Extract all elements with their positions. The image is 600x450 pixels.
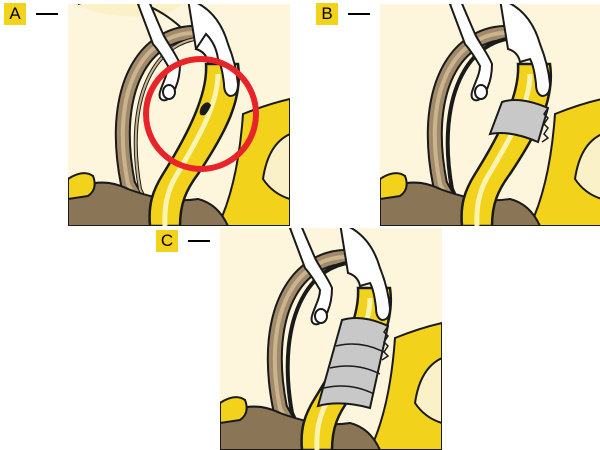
label-c-text: C — [160, 231, 174, 250]
label-b-leader — [348, 13, 370, 15]
label-c-leader — [188, 240, 210, 242]
label-c: C — [156, 230, 178, 252]
panel-a: .bg { fill: #fdf6dc; } .yel { fill: #f2d… — [68, 4, 290, 226]
panel-c: .bg { fill: #fdf6dc; } .yel { fill: #f2d… — [220, 228, 442, 450]
marker-circle — [143, 56, 259, 172]
label-b: B — [316, 3, 338, 25]
tape-wrap — [488, 99, 550, 144]
panel-b: .bg { fill: #fdf6dc; } .yel { fill: #f2d… — [380, 4, 600, 226]
label-b-text: B — [321, 4, 333, 23]
label-a-leader — [36, 13, 58, 15]
puncture-hole — [199, 102, 211, 116]
label-a: A — [4, 3, 26, 25]
label-a-text: A — [9, 4, 21, 23]
